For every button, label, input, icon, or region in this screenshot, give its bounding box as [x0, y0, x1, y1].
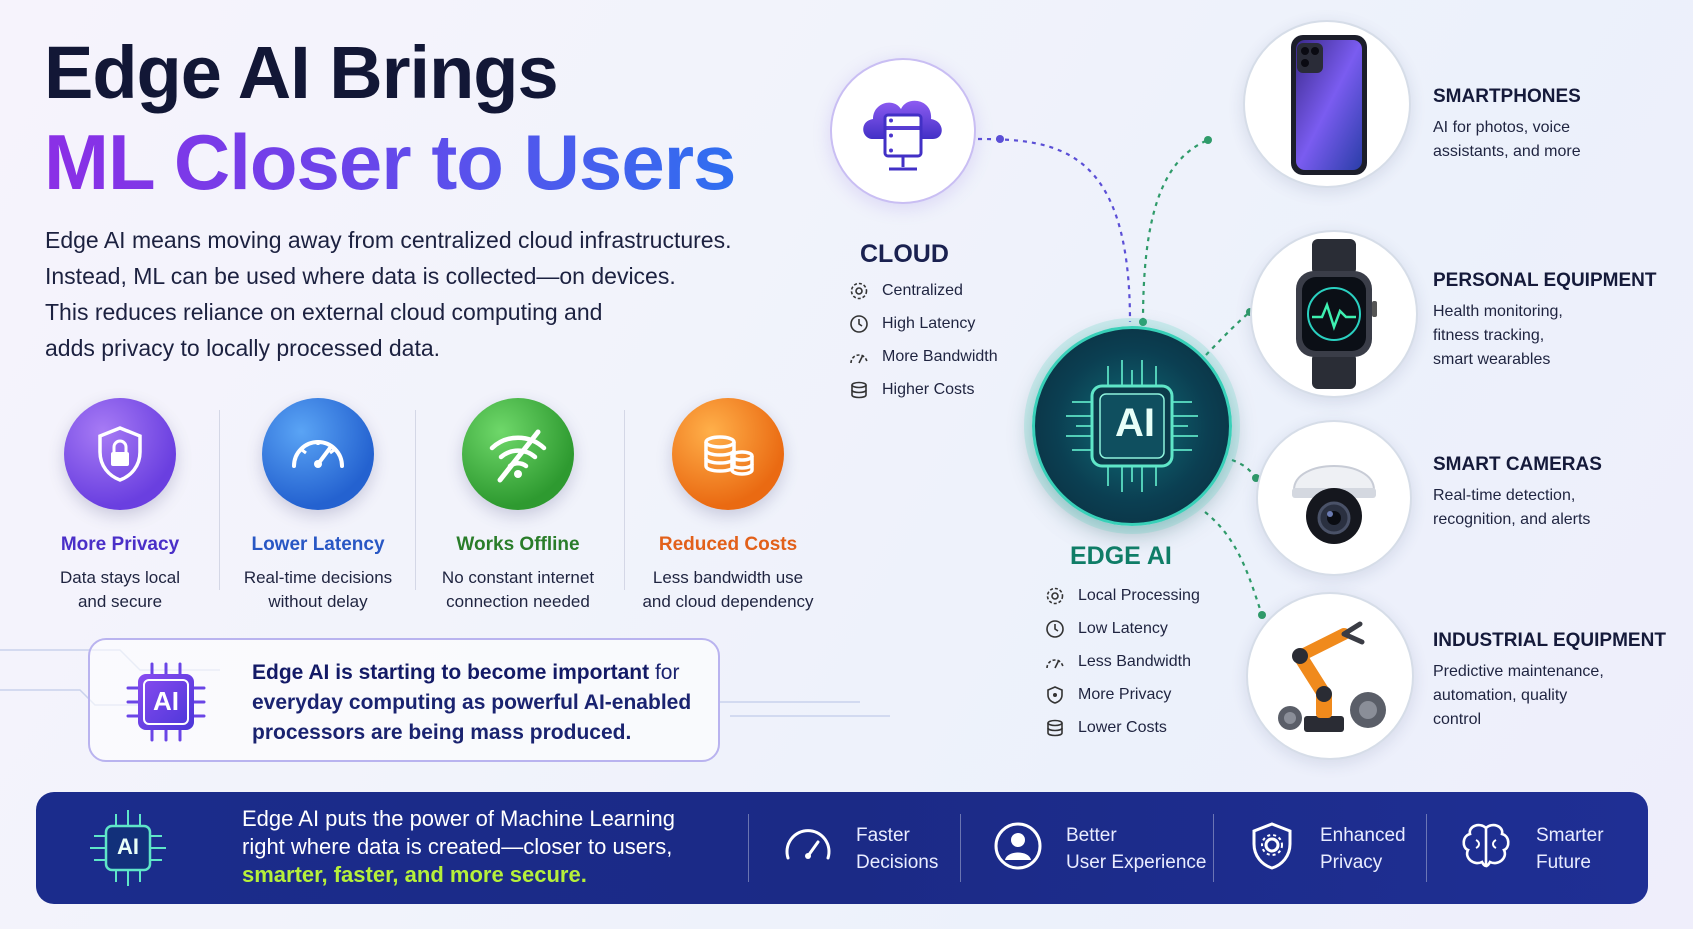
ai-chip-icon: AI — [86, 806, 170, 890]
edge-ai-chip-icon: AI — [1032, 326, 1232, 526]
device-personal-equipment: PERSONAL EQUIPMENT Health monitoring,fit… — [1433, 270, 1656, 372]
info-box: AI Edge AI is starting to become importa… — [88, 638, 720, 762]
device-title: PERSONAL EQUIPMENT — [1433, 270, 1657, 291]
cloud-properties-list: Centralized High Latency More Bandwidth … — [848, 274, 998, 406]
device-title: SMARTPHONES — [1433, 86, 1581, 107]
list-item: High Latency — [848, 307, 998, 340]
cloud-server-icon — [830, 58, 976, 204]
smartphone-icon — [1243, 20, 1411, 188]
device-title: INDUSTRIAL EQUIPMENT — [1433, 630, 1666, 651]
device-desc: Health monitoring,fitness tracking,smart… — [1433, 303, 1563, 368]
smartwatch-icon — [1250, 230, 1418, 398]
cloud-title: CLOUD — [860, 240, 949, 268]
camera-icon — [1256, 420, 1412, 576]
gear-icon — [848, 280, 870, 302]
list-item: More Bandwidth — [848, 340, 998, 373]
edge-ai-title: EDGE AI — [1070, 542, 1172, 570]
benefit-title: Lower Latency — [251, 534, 385, 555]
coins-icon — [1044, 717, 1066, 739]
device-desc: Predictive maintenance,automation, quali… — [1433, 663, 1604, 728]
intro-paragraph: Edge AI means moving away from centraliz… — [45, 222, 765, 366]
edge-properties-list: Local Processing Low Latency Less Bandwi… — [1044, 579, 1200, 744]
list-item: Lower Costs — [1044, 711, 1200, 744]
divider — [1426, 814, 1427, 882]
gear-icon — [1044, 585, 1066, 607]
benefit-title: Works Offline — [456, 534, 580, 555]
banner-message: Edge AI puts the power of Machine Learni… — [242, 806, 675, 887]
divider — [748, 814, 749, 882]
divider — [960, 814, 961, 882]
intro-line: Instead, ML can be used where data is co… — [45, 263, 676, 289]
divider — [624, 410, 625, 590]
user-icon — [992, 820, 1044, 877]
speedometer-icon — [262, 398, 374, 510]
device-smart-cameras: SMART CAMERAS Real-time detection,recogn… — [1433, 454, 1602, 532]
info-box-text: Edge AI is starting to become important … — [252, 661, 692, 744]
chip-label: AI — [1115, 401, 1155, 445]
chip-label: AI — [153, 686, 179, 716]
intro-line: This reduces reliance on external cloud … — [45, 299, 603, 325]
coins-icon — [848, 379, 870, 401]
page-title-line1: Edge AI Brings — [44, 31, 559, 114]
chip-label: AI — [117, 834, 139, 859]
shield-gear-icon — [1246, 820, 1298, 877]
device-title: SMART CAMERAS — [1433, 454, 1602, 475]
device-industrial-equipment: INDUSTRIAL EQUIPMENT Predictive maintena… — [1433, 630, 1666, 732]
benefit-title: More Privacy — [60, 534, 180, 555]
brain-icon — [1458, 820, 1514, 877]
intro-line: Edge AI means moving away from centraliz… — [45, 227, 732, 253]
intro-line: adds privacy to locally processed data. — [45, 335, 441, 361]
bandwidth-icon — [1044, 651, 1066, 673]
list-item: More Privacy — [1044, 678, 1200, 711]
clock-icon — [1044, 618, 1066, 640]
bandwidth-icon — [848, 346, 870, 368]
benefit-title: Reduced Costs — [658, 534, 798, 555]
list-item: Higher Costs — [848, 373, 998, 406]
gauge-icon — [782, 820, 834, 877]
robot-arm-icon — [1246, 592, 1414, 760]
list-item: Less Bandwidth — [1044, 645, 1200, 678]
wifi-off-icon — [462, 398, 574, 510]
divider — [219, 410, 220, 590]
shield-icon — [1044, 684, 1066, 706]
ai-chip-icon: AI — [124, 660, 208, 744]
page-title-line2: ML Closer to Users — [44, 118, 736, 206]
clock-icon — [848, 313, 870, 335]
list-item: Low Latency — [1044, 612, 1200, 645]
list-item: Centralized — [848, 274, 998, 307]
list-item: Local Processing — [1044, 579, 1200, 612]
bottom-banner: AI Edge AI puts the power of Machine Lea… — [36, 792, 1648, 904]
divider — [1213, 814, 1214, 882]
divider — [415, 410, 416, 590]
device-desc: Real-time detection,recognition, and ale… — [1433, 487, 1591, 528]
shield-lock-icon — [64, 398, 176, 510]
coins-icon — [672, 398, 784, 510]
